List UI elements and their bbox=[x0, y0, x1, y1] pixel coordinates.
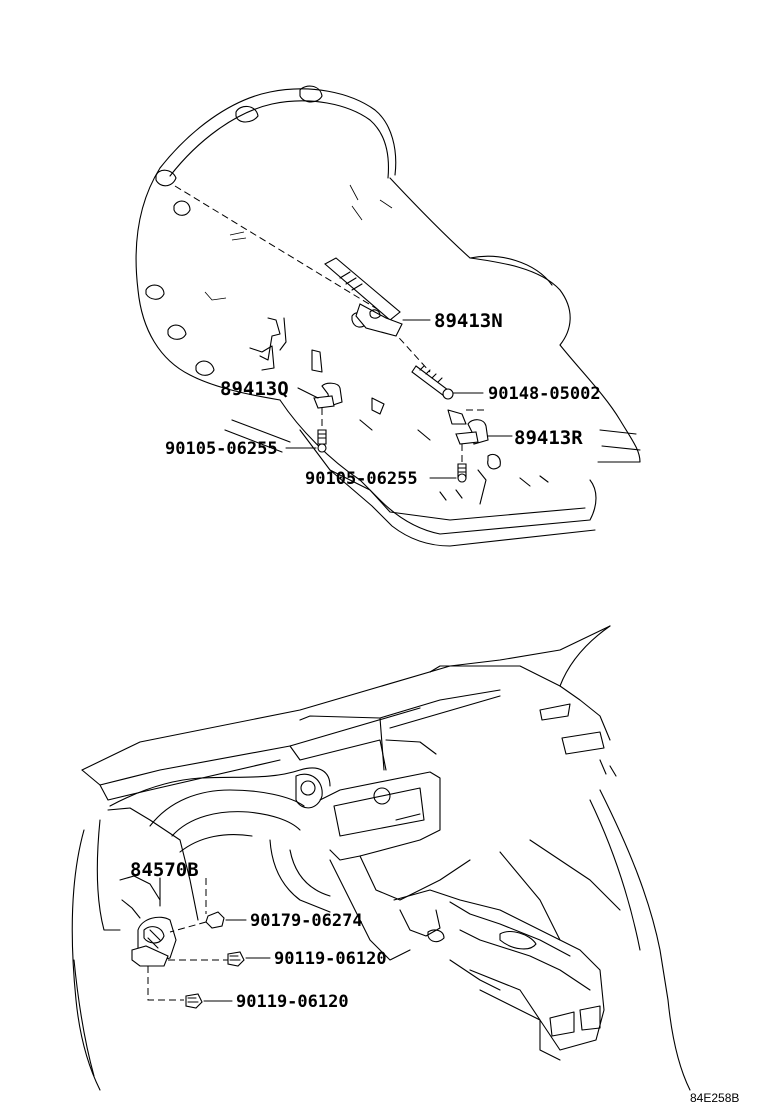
transmission-illustration bbox=[135, 85, 641, 547]
callout-90148-05002: 90148-05002 bbox=[488, 384, 601, 404]
callout-90105-06255-left: 90105-06255 bbox=[165, 439, 278, 459]
callout-90119-06120-lower: 90119-06120 bbox=[236, 992, 349, 1012]
callout-90119-06120-upper: 90119-06120 bbox=[274, 949, 387, 969]
callout-84570B: 84570B bbox=[130, 859, 199, 881]
callout-89413R: 89413R bbox=[514, 427, 583, 449]
figure-code: 84E258B bbox=[690, 1091, 739, 1105]
callout-90105-06255-right: 90105-06255 bbox=[305, 469, 418, 489]
dashboard-illustration bbox=[71, 625, 691, 1091]
callout-89413Q: 89413Q bbox=[220, 378, 289, 400]
callout-89413N: 89413N bbox=[434, 310, 503, 332]
callout-90179-06274: 90179-06274 bbox=[250, 911, 363, 931]
